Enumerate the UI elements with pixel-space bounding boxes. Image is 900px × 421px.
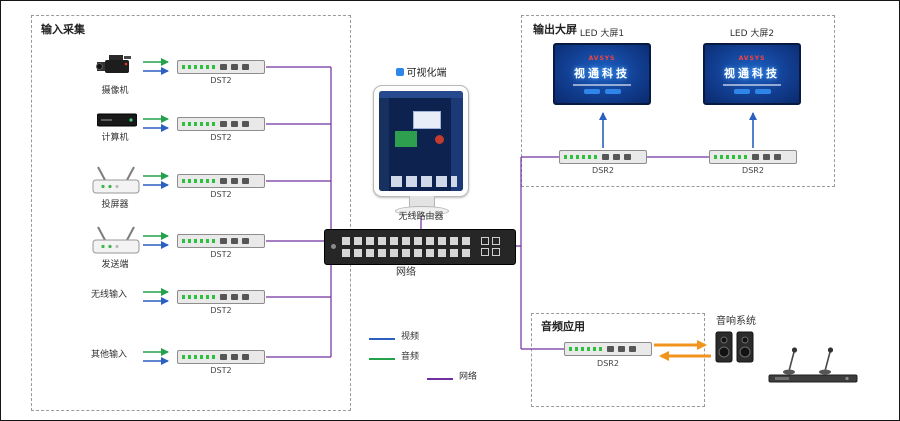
microphone-system-icon xyxy=(767,339,859,387)
computer-icon xyxy=(96,111,138,133)
speaker-icon xyxy=(736,331,754,363)
decoder-device xyxy=(559,150,647,164)
encoder-device xyxy=(177,60,265,74)
encoder-label: DST2 xyxy=(210,190,232,199)
led-subtext-bar xyxy=(723,83,781,86)
legend-line-network xyxy=(427,378,453,380)
input-label: 摄像机 xyxy=(101,86,129,96)
visualization-terminal-label: 可视化端 xyxy=(373,64,469,79)
group-title-input: 输入采集 xyxy=(41,23,85,36)
audio-decoder-label: DSR2 xyxy=(597,359,619,368)
decoder-label: DSR2 xyxy=(592,166,614,175)
sender-device-icon xyxy=(91,225,141,261)
visualization-terminal-text: 可视化端 xyxy=(406,68,447,79)
tablet-ui-green-block xyxy=(395,131,417,147)
input-label: 发送端 xyxy=(101,260,129,270)
input-capture-group xyxy=(31,15,351,411)
tablet-ui-topbar xyxy=(379,91,463,98)
tablet-ui-left-panel xyxy=(379,98,389,191)
led-screen-2: AVSYS 视通科技 xyxy=(703,43,801,105)
encoder-label: DST2 xyxy=(210,250,232,259)
speaker-icon xyxy=(715,331,733,363)
group-title-audio: 音频应用 xyxy=(541,320,585,333)
tablet-screen xyxy=(379,91,463,191)
tablet-stand-base xyxy=(395,206,449,216)
network-label: 网络 xyxy=(396,267,416,278)
input-label: 无线输入 xyxy=(90,290,127,300)
switch-ports-row2 xyxy=(342,249,474,257)
led-screen-2-label: LED 大屏2 xyxy=(729,29,775,39)
legend-label-video: 视频 xyxy=(401,332,420,342)
encoder-device xyxy=(177,234,265,248)
decoder-label: DSR2 xyxy=(742,166,764,175)
encoder-device xyxy=(177,350,265,364)
legend-label-audio: 音频 xyxy=(401,352,420,362)
led-screen-1: AVSYS 视通科技 xyxy=(553,43,651,105)
wireless-router-label: 无线路由器 xyxy=(398,212,444,222)
encoder-device xyxy=(177,117,265,131)
legend-line-audio xyxy=(369,358,395,360)
input-label: 计算机 xyxy=(101,133,129,143)
speaker-system-label: 音响系统 xyxy=(716,316,756,327)
tablet-ui-red-dot xyxy=(435,135,444,144)
legend-line-video xyxy=(369,338,395,340)
camera-icon xyxy=(95,51,139,85)
encoder-label: DST2 xyxy=(210,133,232,142)
tablet-ui-right-panel xyxy=(451,98,463,191)
output-screens-group xyxy=(521,15,835,187)
led-logo: AVSYS xyxy=(588,54,616,62)
tablet-ui-thumbnails xyxy=(391,176,457,187)
group-title-output: 输出大屏 xyxy=(533,23,577,36)
audio-application-group xyxy=(531,313,705,407)
encoder-label: DST2 xyxy=(210,306,232,315)
led-brand: 视通科技 xyxy=(574,66,630,80)
led-logo: AVSYS xyxy=(738,54,766,62)
wireless-presenter-icon xyxy=(91,165,141,201)
led-brand: 视通科技 xyxy=(724,66,780,80)
encoder-device xyxy=(177,174,265,188)
legend-label-network: 网络 xyxy=(459,372,478,382)
switch-sfp-ports xyxy=(481,237,505,257)
encoder-device xyxy=(177,290,265,304)
power-led xyxy=(331,244,336,249)
switch-ports-row1 xyxy=(342,237,474,245)
led-subtext-bar xyxy=(573,83,631,86)
input-label: 其他输入 xyxy=(90,350,127,360)
encoder-label: DST2 xyxy=(210,76,232,85)
led-screen-1-label: LED 大屏1 xyxy=(579,29,625,39)
encoder-label: DST2 xyxy=(210,366,232,375)
visualization-tablet xyxy=(373,85,469,197)
tablet-ui-window xyxy=(413,111,441,129)
network-switch xyxy=(324,229,516,265)
led-buttons xyxy=(733,88,771,94)
decoder-device xyxy=(709,150,797,164)
led-buttons xyxy=(583,88,621,94)
display-icon xyxy=(395,67,404,76)
input-label: 投屏器 xyxy=(101,200,129,210)
audio-decoder-device xyxy=(564,342,652,356)
